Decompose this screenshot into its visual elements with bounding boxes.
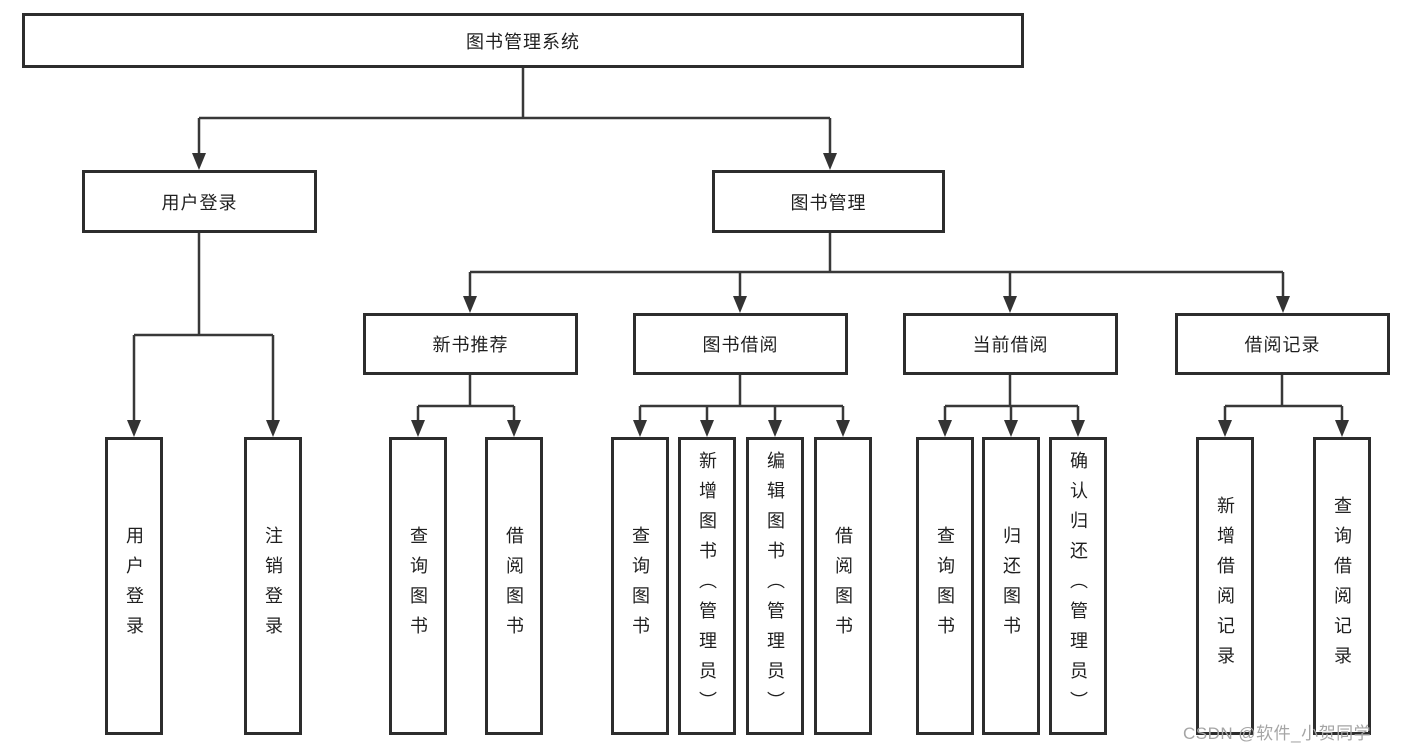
- leaf-nbr-borrow-books: 借阅图书: [485, 437, 543, 735]
- node-label: 图书管理: [790, 192, 867, 213]
- node-label: 图书管理系统: [466, 31, 580, 52]
- csdn-watermark: CSDN @软件_小贺同学: [1183, 724, 1372, 743]
- node-label: 图书借阅: [702, 335, 779, 355]
- node-label: 借阅记录: [1244, 335, 1321, 355]
- node-label: 编辑图书（管理员）: [765, 451, 785, 721]
- node-label: 借阅图书: [504, 526, 524, 646]
- leaf-bb-query-books: 查询图书: [611, 437, 669, 735]
- leaf-bb-borrow-books: 借阅图书: [814, 437, 872, 735]
- node-label: 注销登录: [263, 526, 283, 646]
- leaf-user-login: 用户登录: [105, 437, 163, 735]
- node-label: 新增图书（管理员）: [697, 451, 717, 721]
- node-label: 借阅图书: [833, 526, 853, 646]
- node-label: 当前借阅: [972, 335, 1049, 355]
- node-user-login: 用户登录: [82, 170, 317, 233]
- arrowhead-icons: [127, 153, 1349, 437]
- leaf-cb-return-books: 归还图书: [982, 437, 1040, 735]
- leaf-logout: 注销登录: [244, 437, 302, 735]
- leaf-br-query-record: 查询借阅记录: [1313, 437, 1371, 735]
- node-label: 用户登录: [124, 526, 144, 646]
- node-label: 新书推荐: [432, 335, 509, 355]
- node-root-system: 图书管理系统: [22, 13, 1024, 68]
- node-borrow-record: 借阅记录: [1175, 313, 1390, 375]
- leaf-br-add-record: 新增借阅记录: [1196, 437, 1254, 735]
- node-book-borrow: 图书借阅: [633, 313, 848, 375]
- node-new-book-recommend: 新书推荐: [363, 313, 578, 375]
- leaf-nbr-query-books: 查询图书: [389, 437, 447, 735]
- node-label: 查询图书: [408, 526, 428, 646]
- node-label: 确认归还（管理员）: [1068, 451, 1088, 721]
- node-label: 新增借阅记录: [1215, 496, 1235, 676]
- node-label: 查询图书: [935, 526, 955, 646]
- node-label: 用户登录: [161, 192, 238, 213]
- node-current-borrow: 当前借阅: [903, 313, 1118, 375]
- leaf-cb-confirm-return-admin: 确认归还（管理员）: [1049, 437, 1107, 735]
- leaf-bb-add-books-admin: 新增图书（管理员）: [678, 437, 736, 735]
- node-label: 查询图书: [630, 526, 650, 646]
- node-book-management: 图书管理: [712, 170, 945, 233]
- leaf-bb-edit-books-admin: 编辑图书（管理员）: [746, 437, 804, 735]
- leaf-cb-query-books: 查询图书: [916, 437, 974, 735]
- node-label: 归还图书: [1001, 526, 1021, 646]
- node-label: 查询借阅记录: [1332, 496, 1352, 676]
